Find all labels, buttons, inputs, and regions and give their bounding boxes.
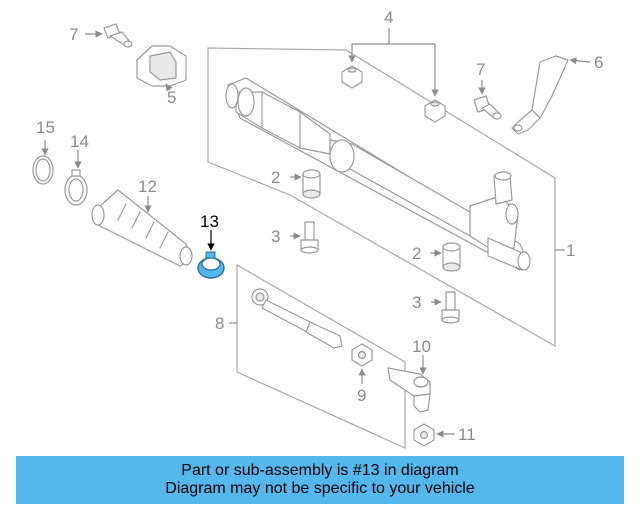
callout-1: 1: [566, 241, 575, 260]
bolt-upper: [300, 221, 319, 254]
jam-nut: [351, 343, 373, 367]
callout-3-lower: 3: [412, 293, 421, 312]
info-banner: Part or sub-assembly is #13 in diagram D…: [16, 456, 624, 504]
callout-3-upper: 3: [271, 227, 280, 246]
callout-10: 10: [412, 337, 431, 356]
boot-clamp: [64, 169, 88, 206]
nut-upper: [341, 65, 363, 89]
bushing-lower: [442, 242, 461, 272]
callout-7-left: 7: [69, 25, 78, 44]
tie-rod-group-outline: [229, 263, 406, 449]
banner-line-1: Part or sub-assembly is #13 in diagram: [181, 462, 459, 479]
mounting-bracket: [136, 45, 187, 87]
bolt-lower: [441, 291, 460, 324]
callout-2-lower: 2: [412, 244, 421, 263]
bolt-right: [473, 95, 502, 120]
parts-diagram: 1 2 2 3 3 4 5 6 7 7 8 9 10 11 12 13 14 1…: [32, 8, 603, 449]
callout-6: 6: [594, 53, 603, 72]
callout-11: 11: [458, 425, 476, 444]
callout-14: 14: [70, 132, 89, 151]
callout-labels: 1 2 2 3 3 4 5 6 7 7 8 9 10 11 12 13 14 1…: [36, 8, 603, 444]
callout-15: 15: [36, 118, 55, 137]
bushing-upper: [302, 169, 321, 199]
castle-nut: [413, 423, 435, 447]
steering-arm: [511, 55, 569, 135]
rack-boot: [91, 189, 193, 267]
callout-2-upper: 2: [271, 168, 280, 187]
nut-lower: [424, 99, 446, 123]
callout-9: 9: [357, 386, 366, 405]
seal-ring: [32, 155, 54, 185]
callout-8: 8: [215, 314, 224, 333]
callout-7-right: 7: [476, 60, 485, 79]
bolt-top-left: [103, 23, 133, 48]
callout-4: 4: [384, 8, 393, 27]
steering-rack-housing: [225, 77, 531, 271]
leader-lines: [41, 28, 591, 438]
steering-rack-group-outline: [207, 47, 565, 348]
callout-12: 12: [138, 177, 157, 196]
banner-line-2: Diagram may not be specific to your vehi…: [165, 480, 475, 497]
callout-13: 13: [200, 212, 219, 231]
inner-tie-rod: [251, 288, 343, 349]
callout-5: 5: [167, 88, 176, 107]
boot-clamp-highlighted: [197, 251, 225, 279]
outer-tie-rod-end: [387, 367, 431, 413]
